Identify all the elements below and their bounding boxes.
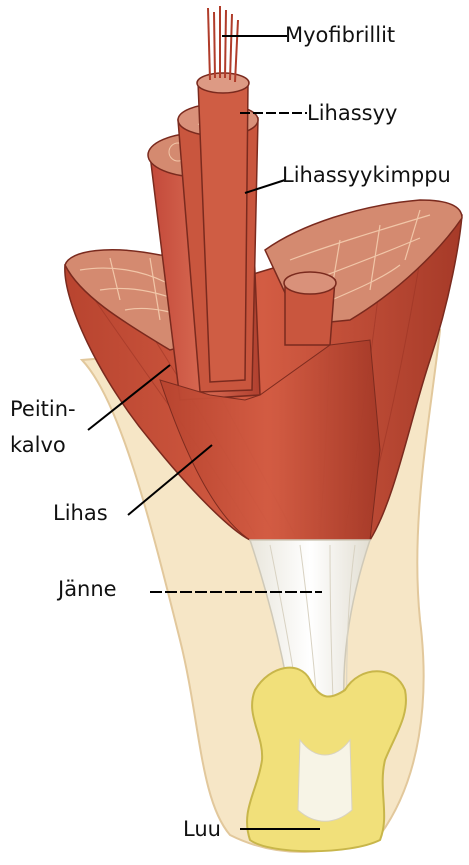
small-fascicle-top (284, 272, 336, 294)
label-janne: Jänne (58, 576, 117, 602)
myofibril-top-face (197, 73, 249, 93)
label-myofibrillit: Myofibrillit (285, 22, 395, 48)
label-lihassyykimppu: Lihassyykimppu (282, 162, 451, 188)
label-lihassyy: Lihassyy (307, 100, 397, 126)
label-lihas: Lihas (53, 500, 108, 526)
label-peitinkalvo-line2: kalvo (10, 432, 66, 458)
myofibril-strands (208, 6, 238, 82)
label-peitinkalvo-line1: Peitin- (10, 396, 76, 422)
label-luu: Luu (183, 816, 221, 842)
